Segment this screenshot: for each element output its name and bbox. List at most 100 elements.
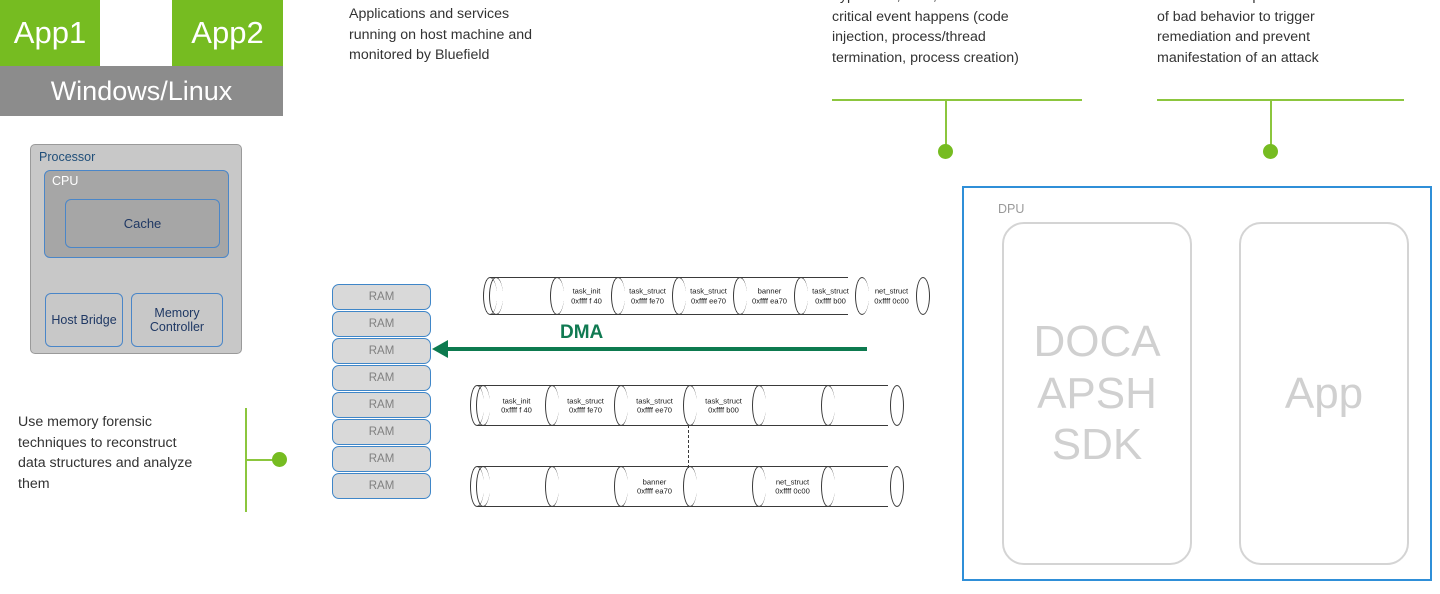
segment-label: net_struct 0xffff 0c00 — [874, 286, 909, 305]
memory-segment — [489, 277, 550, 315]
dma-arrow-line — [442, 347, 867, 351]
operating-system-box: Windows/Linux — [0, 66, 283, 116]
segment-cap-icon — [611, 277, 625, 315]
memory-chain-top: task_init 0xffff f 40 task_struct 0xffff … — [483, 277, 930, 315]
dpu-app-box: App — [1239, 222, 1409, 565]
chain-rail-bottom — [477, 425, 888, 426]
connector-hypervisor-vline — [945, 99, 947, 147]
callout-administrator-text: Administrator upon detection of bad beha… — [1157, 0, 1338, 67]
cache-box: Cache — [65, 199, 220, 248]
chain-start-cap-icon — [483, 277, 497, 315]
memory-chain-bottom: banner 0xffff ea70 net_struct 0xffff 0c00 — [470, 466, 904, 507]
cpu-box: CPU Cache — [44, 170, 229, 258]
memory-segment — [821, 466, 890, 507]
segment-cap-icon — [821, 466, 835, 507]
callout-applications-text: Applications and services running on hos… — [349, 6, 532, 64]
ram-cell: RAM — [332, 446, 431, 472]
ram-cell: RAM — [332, 365, 431, 391]
callout-forensic-text: Use memory forensic techniques to recons… — [18, 414, 193, 493]
chain-rail-top — [490, 277, 848, 278]
chain-rail-top — [477, 466, 888, 467]
connector-administrator-vline — [1270, 99, 1272, 147]
segment-label: task_init 0xffff f 40 — [501, 395, 532, 415]
connector-hypervisor-dot — [938, 144, 953, 159]
segment-label: banner 0xffff ea70 — [636, 476, 673, 496]
ram-cell: RAM — [332, 284, 431, 310]
connector-administrator-dot — [1263, 144, 1278, 159]
memory-segment — [545, 466, 614, 507]
segment-cap-icon — [752, 385, 766, 426]
memory-segment: task_struct 0xffff b00 — [794, 277, 855, 315]
memory-segment: task_struct 0xffff fe70 — [545, 385, 614, 426]
cpu-label: CPU — [52, 174, 79, 188]
segment-label: task_init 0xffff f 40 — [571, 286, 602, 305]
ram-cell: RAM — [332, 419, 431, 445]
memory-segment: banner 0xffff ea70 — [614, 466, 683, 507]
chain-rail-bottom — [477, 506, 888, 507]
segment-cap-icon — [855, 277, 869, 315]
segment-cap-icon — [550, 277, 564, 315]
dma-arrow-head-icon — [432, 340, 448, 358]
memory-segment: task_struct 0xffff b00 — [683, 385, 752, 426]
chain-end-cap-icon — [916, 277, 930, 315]
segment-cap-icon — [752, 466, 766, 507]
processor-label: Processor — [39, 150, 96, 164]
memory-segment — [752, 385, 821, 426]
segment-label: task_struct 0xffff fe70 — [567, 395, 604, 415]
doca-apsh-sdk-box: DOCA APSH SDK — [1002, 222, 1192, 565]
segment-label: net_struct 0xffff 0c00 — [775, 476, 810, 496]
connector-forensic-dot — [272, 452, 287, 467]
host-bridge-box: Host Bridge — [45, 293, 123, 347]
chain-start-cap-icon — [470, 385, 484, 426]
memory-segment: task_init 0xffff f 40 — [476, 385, 545, 426]
memory-chain-middle: task_init 0xffff f 40 task_struct 0xffff … — [470, 385, 904, 426]
segment-label: task_struct 0xffff ee70 — [690, 286, 727, 305]
ram-cell: RAM — [332, 311, 431, 337]
memory-segment — [476, 466, 545, 507]
dpu-box: DPU DOCA APSH SDK App — [962, 186, 1432, 581]
segment-cap-icon — [794, 277, 808, 315]
segment-cap-icon — [614, 466, 628, 507]
connector-forensic-hline — [245, 459, 277, 461]
segment-cap-icon — [733, 277, 747, 315]
ram-cell: RAM — [332, 473, 431, 499]
segment-cap-icon — [683, 385, 697, 426]
segment-cap-icon — [545, 385, 559, 426]
memory-segment — [821, 385, 890, 426]
memory-segment — [683, 466, 752, 507]
segment-label: task_struct 0xffff b00 — [705, 395, 742, 415]
segment-cap-icon — [545, 466, 559, 507]
memory-segment: task_struct 0xffff ee70 — [672, 277, 733, 315]
connector-administrator-hline — [1157, 99, 1404, 101]
segment-label: banner 0xffff ea70 — [751, 286, 788, 305]
processor-box: Processor CPU Cache Host Bridge Memory C… — [30, 144, 242, 354]
chain-start-cap-icon — [470, 466, 484, 507]
segment-label: task_struct 0xffff ee70 — [636, 395, 673, 415]
chain-rail-bottom — [490, 314, 848, 315]
callout-hypervisor-text: hypervisor, VMs, when a critical event h… — [832, 0, 1019, 67]
segment-cap-icon — [821, 385, 835, 426]
chain-rail-top — [477, 385, 888, 386]
memory-segment: banner 0xffff ea70 — [733, 277, 794, 315]
ram-cell: RAM — [332, 392, 431, 418]
chain-dashed-connector — [688, 425, 689, 468]
app1-box: App1 — [0, 0, 100, 66]
connector-hypervisor-hline — [832, 99, 1082, 101]
memory-segment: task_struct 0xffff ee70 — [614, 385, 683, 426]
segment-cap-icon — [672, 277, 686, 315]
memory-segment: task_struct 0xffff fe70 — [611, 277, 672, 315]
segment-label: task_struct 0xffff fe70 — [629, 286, 666, 305]
app2-box: App2 — [172, 0, 283, 66]
segment-label: task_struct 0xffff b00 — [812, 286, 849, 305]
memory-segment: task_init 0xffff f 40 — [550, 277, 611, 315]
ram-cell: RAM — [332, 338, 431, 364]
memory-controller-box: Memory Controller — [131, 293, 223, 347]
memory-segment: net_struct 0xffff 0c00 — [855, 277, 916, 315]
segment-cap-icon — [683, 466, 697, 507]
memory-segment: net_struct 0xffff 0c00 — [752, 466, 821, 507]
dpu-label: DPU — [998, 202, 1025, 216]
chain-end-cap-icon — [890, 385, 904, 426]
host-software-stack: App1 App2 Windows/Linux — [0, 0, 283, 116]
segment-cap-icon — [614, 385, 628, 426]
